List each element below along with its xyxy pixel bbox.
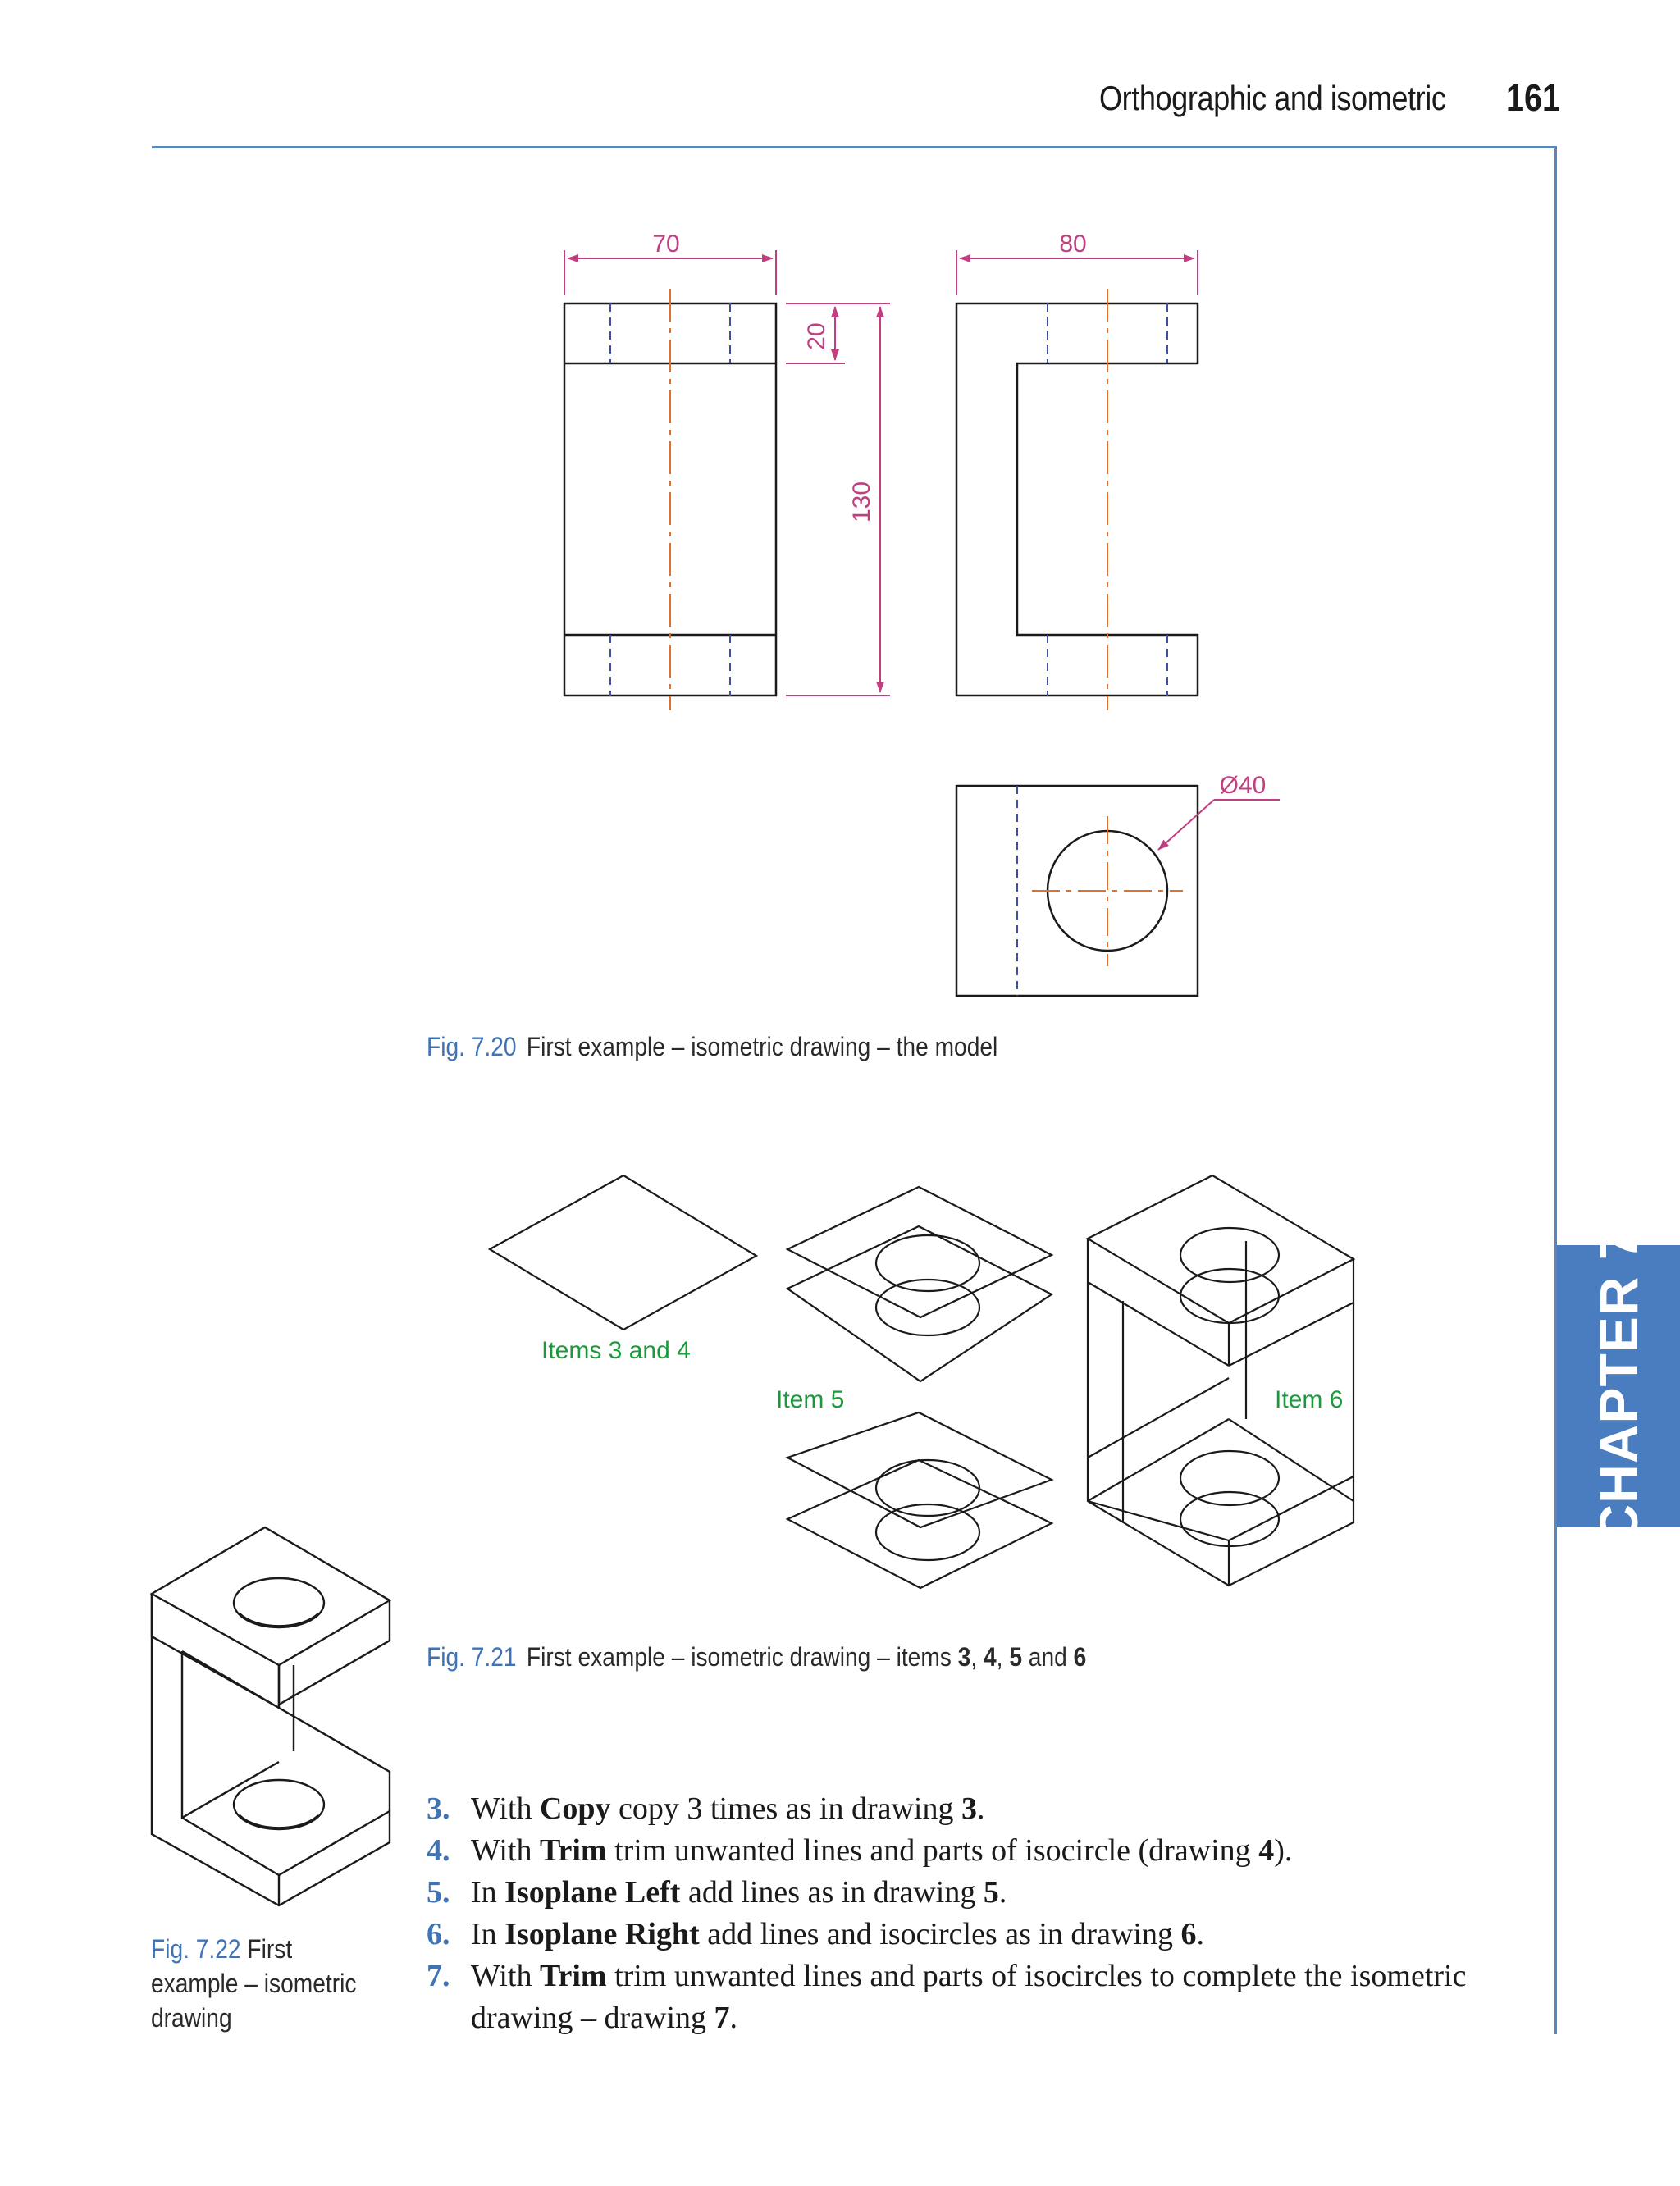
fig-7-21-item-6: 6 xyxy=(1073,1642,1087,1672)
fig-7-21-caption-text: First example – isometric drawing – item… xyxy=(526,1642,958,1672)
chapter-tab: CHAPTER 7 xyxy=(1557,1229,1680,1544)
step-number: 6. xyxy=(427,1917,450,1951)
dim-130: 130 xyxy=(848,481,875,523)
label-item-6: Item 6 xyxy=(1275,1386,1343,1413)
fig-7-22-caption-text: First example – isometric drawing xyxy=(151,1934,357,2033)
fig-7-20-caption: Fig. 7.20 First example – isometric drawi… xyxy=(427,1032,998,1062)
step-text: In Isoplane Left add lines as in drawing… xyxy=(471,1875,1007,1910)
fig-7-21-number: Fig. 7.21 xyxy=(427,1642,517,1672)
dim-70: 70 xyxy=(652,230,679,258)
front-view-hidden-lines xyxy=(609,303,731,696)
label-items-3-4: Items 3 and 4 xyxy=(541,1337,691,1364)
fig-7-21-caption: Fig. 7.21 First example – isometric drawi… xyxy=(427,1642,1087,1672)
fig-7-21-item-3: 3 xyxy=(957,1642,971,1672)
side-view-hidden-lines xyxy=(1047,303,1168,696)
fig-7-21-item-5: 5 xyxy=(1009,1642,1022,1672)
dim-diameter-40: Ø40 xyxy=(1220,772,1267,799)
step-number: 4. xyxy=(427,1833,450,1868)
fig-7-22-caption: Fig. 7.22 First example – isometric draw… xyxy=(151,1932,368,2035)
plan-view xyxy=(955,784,1199,997)
fig-7-22-number: Fig. 7.22 xyxy=(151,1934,241,1964)
fig-7-22-drawing xyxy=(149,1526,392,1907)
page-number: 161 xyxy=(1506,76,1561,119)
step-5: 5. In Isoplane Left add lines as in drawi… xyxy=(427,1872,1493,1914)
dim-20: 20 xyxy=(803,322,830,349)
running-header-title: Orthographic and isometric xyxy=(1099,79,1446,117)
step-text: With Trim trim unwanted lines and parts … xyxy=(471,1833,1293,1868)
step-number: 7. xyxy=(427,1959,450,1993)
header-rule xyxy=(152,146,1556,148)
items-3-4-rhombus xyxy=(487,1174,759,1331)
step-number: 5. xyxy=(427,1875,450,1910)
step-text: In Isoplane Right add lines and isocircl… xyxy=(471,1917,1204,1951)
label-item-5: Item 5 xyxy=(776,1386,844,1413)
step-3: 3. With Copy copy 3 times as in drawing 3… xyxy=(427,1788,1493,1830)
item-5-top xyxy=(785,1185,1054,1383)
step-7: 7. With Trim trim unwanted lines and part… xyxy=(427,1956,1493,2039)
item-6-block xyxy=(1085,1174,1356,1587)
margin-rule xyxy=(1554,146,1557,2034)
instruction-steps: 3. With Copy copy 3 times as in drawing 3… xyxy=(427,1788,1493,2039)
fig-7-20-caption-text: First example – isometric drawing – the … xyxy=(526,1032,998,1061)
fig-7-21-item-4: 4 xyxy=(984,1642,997,1672)
step-text: With Copy copy 3 times as in drawing 3. xyxy=(471,1791,985,1826)
step-4: 4. With Trim trim unwanted lines and part… xyxy=(427,1830,1493,1872)
side-view xyxy=(955,302,1199,697)
step-text: With Trim trim unwanted lines and parts … xyxy=(471,1959,1467,2035)
dim-80: 80 xyxy=(1059,230,1086,258)
step-6: 6. In Isoplane Right add lines and isocir… xyxy=(427,1914,1493,1956)
fig-7-20-number: Fig. 7.20 xyxy=(427,1032,517,1061)
step-number: 3. xyxy=(427,1791,450,1826)
item-5-bottom xyxy=(785,1411,1054,1590)
